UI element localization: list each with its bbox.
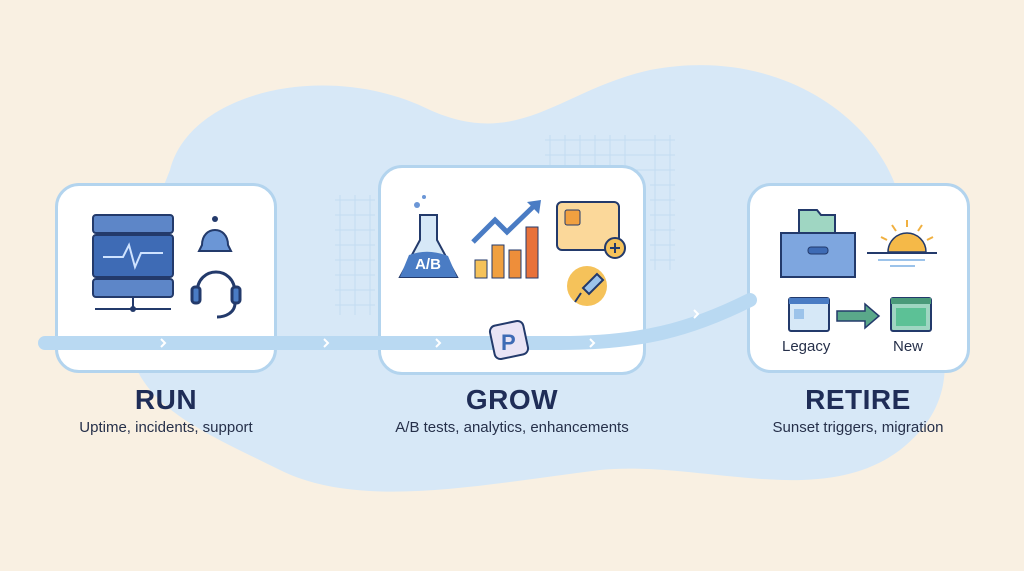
feature-card-icon (556, 201, 626, 259)
sunset-icon (867, 220, 937, 267)
grow-icons: P (398, 195, 626, 361)
retire-card (747, 183, 970, 373)
retire-subtitle: Sunset triggers, migration (772, 419, 944, 436)
legacy-window-icon (788, 297, 830, 332)
new-label: New (893, 338, 924, 355)
chevron-icons (160, 309, 700, 348)
grow-title: GROW (465, 384, 559, 415)
run-title: RUN (134, 384, 198, 415)
rocket-icon (567, 266, 607, 306)
new-window-icon (890, 297, 932, 332)
logo-badge-icon: P (488, 319, 530, 361)
legacy-label: Legacy (782, 338, 831, 355)
growth-chart-icon (471, 200, 541, 279)
grow-subtitle: A/B tests, analytics, enhancements (395, 419, 629, 436)
svg-text:P: P (501, 330, 516, 355)
run-subtitle: Uptime, incidents, support (79, 419, 253, 436)
server-icon (92, 214, 242, 319)
grid-pattern (335, 135, 675, 315)
arrow-right-icon (836, 302, 881, 330)
retire-title: RETIRE (805, 384, 911, 415)
headset-icon (190, 270, 242, 319)
archive-box-icon (780, 209, 856, 278)
retire-icons (780, 209, 937, 332)
flask-icon (398, 195, 459, 278)
flask-label: A/B (415, 256, 441, 273)
bell-icon (197, 216, 233, 252)
